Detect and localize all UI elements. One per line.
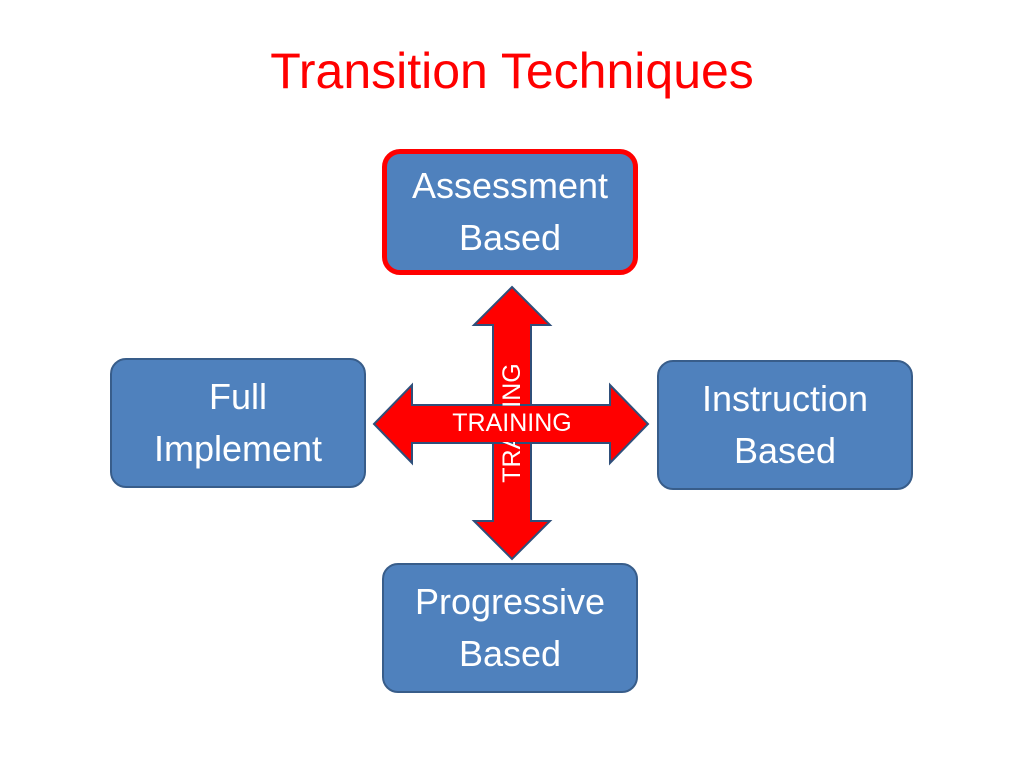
instruction-based-label-line2: Based xyxy=(733,430,837,471)
progressive-based-label-line1: Progressive xyxy=(414,581,606,622)
progressive-based-label-line2: Based xyxy=(458,633,562,674)
instruction-based-label-line1: Instruction xyxy=(701,378,869,419)
horizontal-arrow-label: TRAINING xyxy=(452,409,572,437)
instruction-based-box[interactable]: Instruction Based xyxy=(657,360,913,490)
progressive-based-box[interactable]: Progressive Based xyxy=(382,563,638,693)
slide-title: Transition Techniques xyxy=(270,43,754,99)
full-implement-label-line1: Full xyxy=(208,376,267,417)
assessment-based-box[interactable]: Assessment Based xyxy=(382,149,638,275)
assessment-based-label-line1: Assessment xyxy=(411,165,609,206)
assessment-based-label-line2: Based xyxy=(458,217,562,258)
full-implement-label-line2: Implement xyxy=(153,428,323,469)
full-implement-box[interactable]: Full Implement xyxy=(110,358,366,488)
